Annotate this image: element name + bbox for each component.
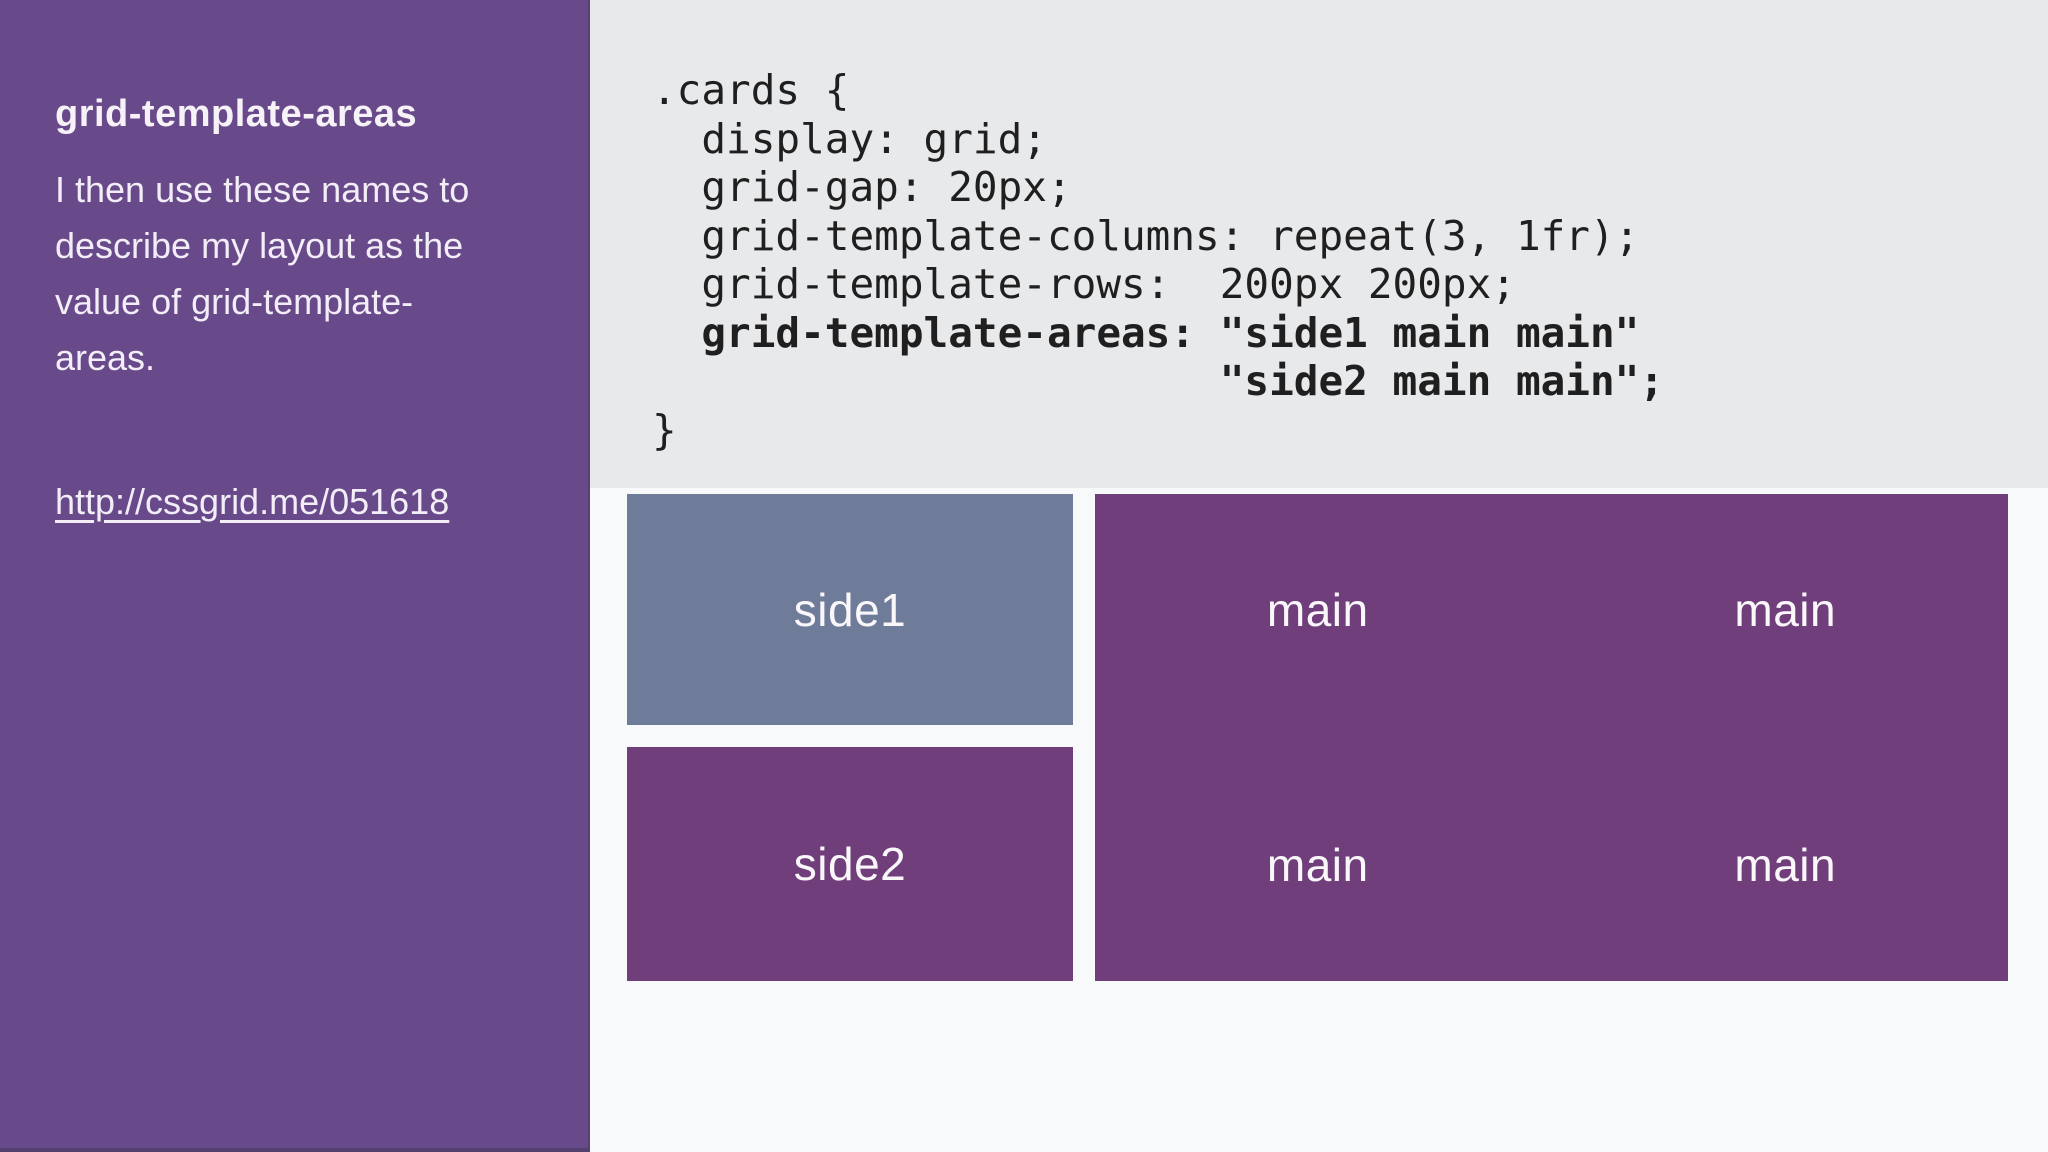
- css-code-block: .cards { display: grid; grid-gap: 20px; …: [590, 0, 2048, 454]
- main-cell-bottom-left: main: [1095, 838, 1541, 892]
- side2-label: side2: [793, 838, 907, 890]
- slide-body-text: I then use these names to describe my la…: [55, 169, 470, 378]
- main-cell-bottom-right: main: [1563, 838, 2009, 892]
- demo-box-side1: side1: [627, 494, 1073, 725]
- main-label: main: [1734, 838, 1837, 891]
- main-cell-top-right: main: [1563, 583, 2009, 637]
- main-label: main: [1266, 584, 1369, 637]
- code-closing-brace: }: [652, 405, 677, 454]
- main-cell-top-left: main: [1095, 583, 1541, 637]
- main-label: main: [1266, 838, 1369, 891]
- grid-demo-area: side1 main main main main side2: [590, 488, 2048, 1152]
- main-label: main: [1734, 584, 1837, 637]
- demo-box-side2: side2: [627, 747, 1073, 981]
- code-highlighted-lines: grid-template-areas: "side1 main main" "…: [701, 308, 1665, 406]
- cssgrid-link[interactable]: http://cssgrid.me/051618: [55, 481, 450, 522]
- code-regular-lines: .cards { display: grid; grid-gap: 20px; …: [652, 66, 1640, 308]
- side1-label: side1: [793, 583, 907, 636]
- demo-box-main: main main main main: [1095, 494, 2008, 981]
- slide-title: grid-template-areas: [55, 93, 418, 135]
- sidebar-panel: grid-template-areas I then use these nam…: [0, 0, 590, 1152]
- code-panel: .cards { display: grid; grid-gap: 20px; …: [590, 0, 2048, 488]
